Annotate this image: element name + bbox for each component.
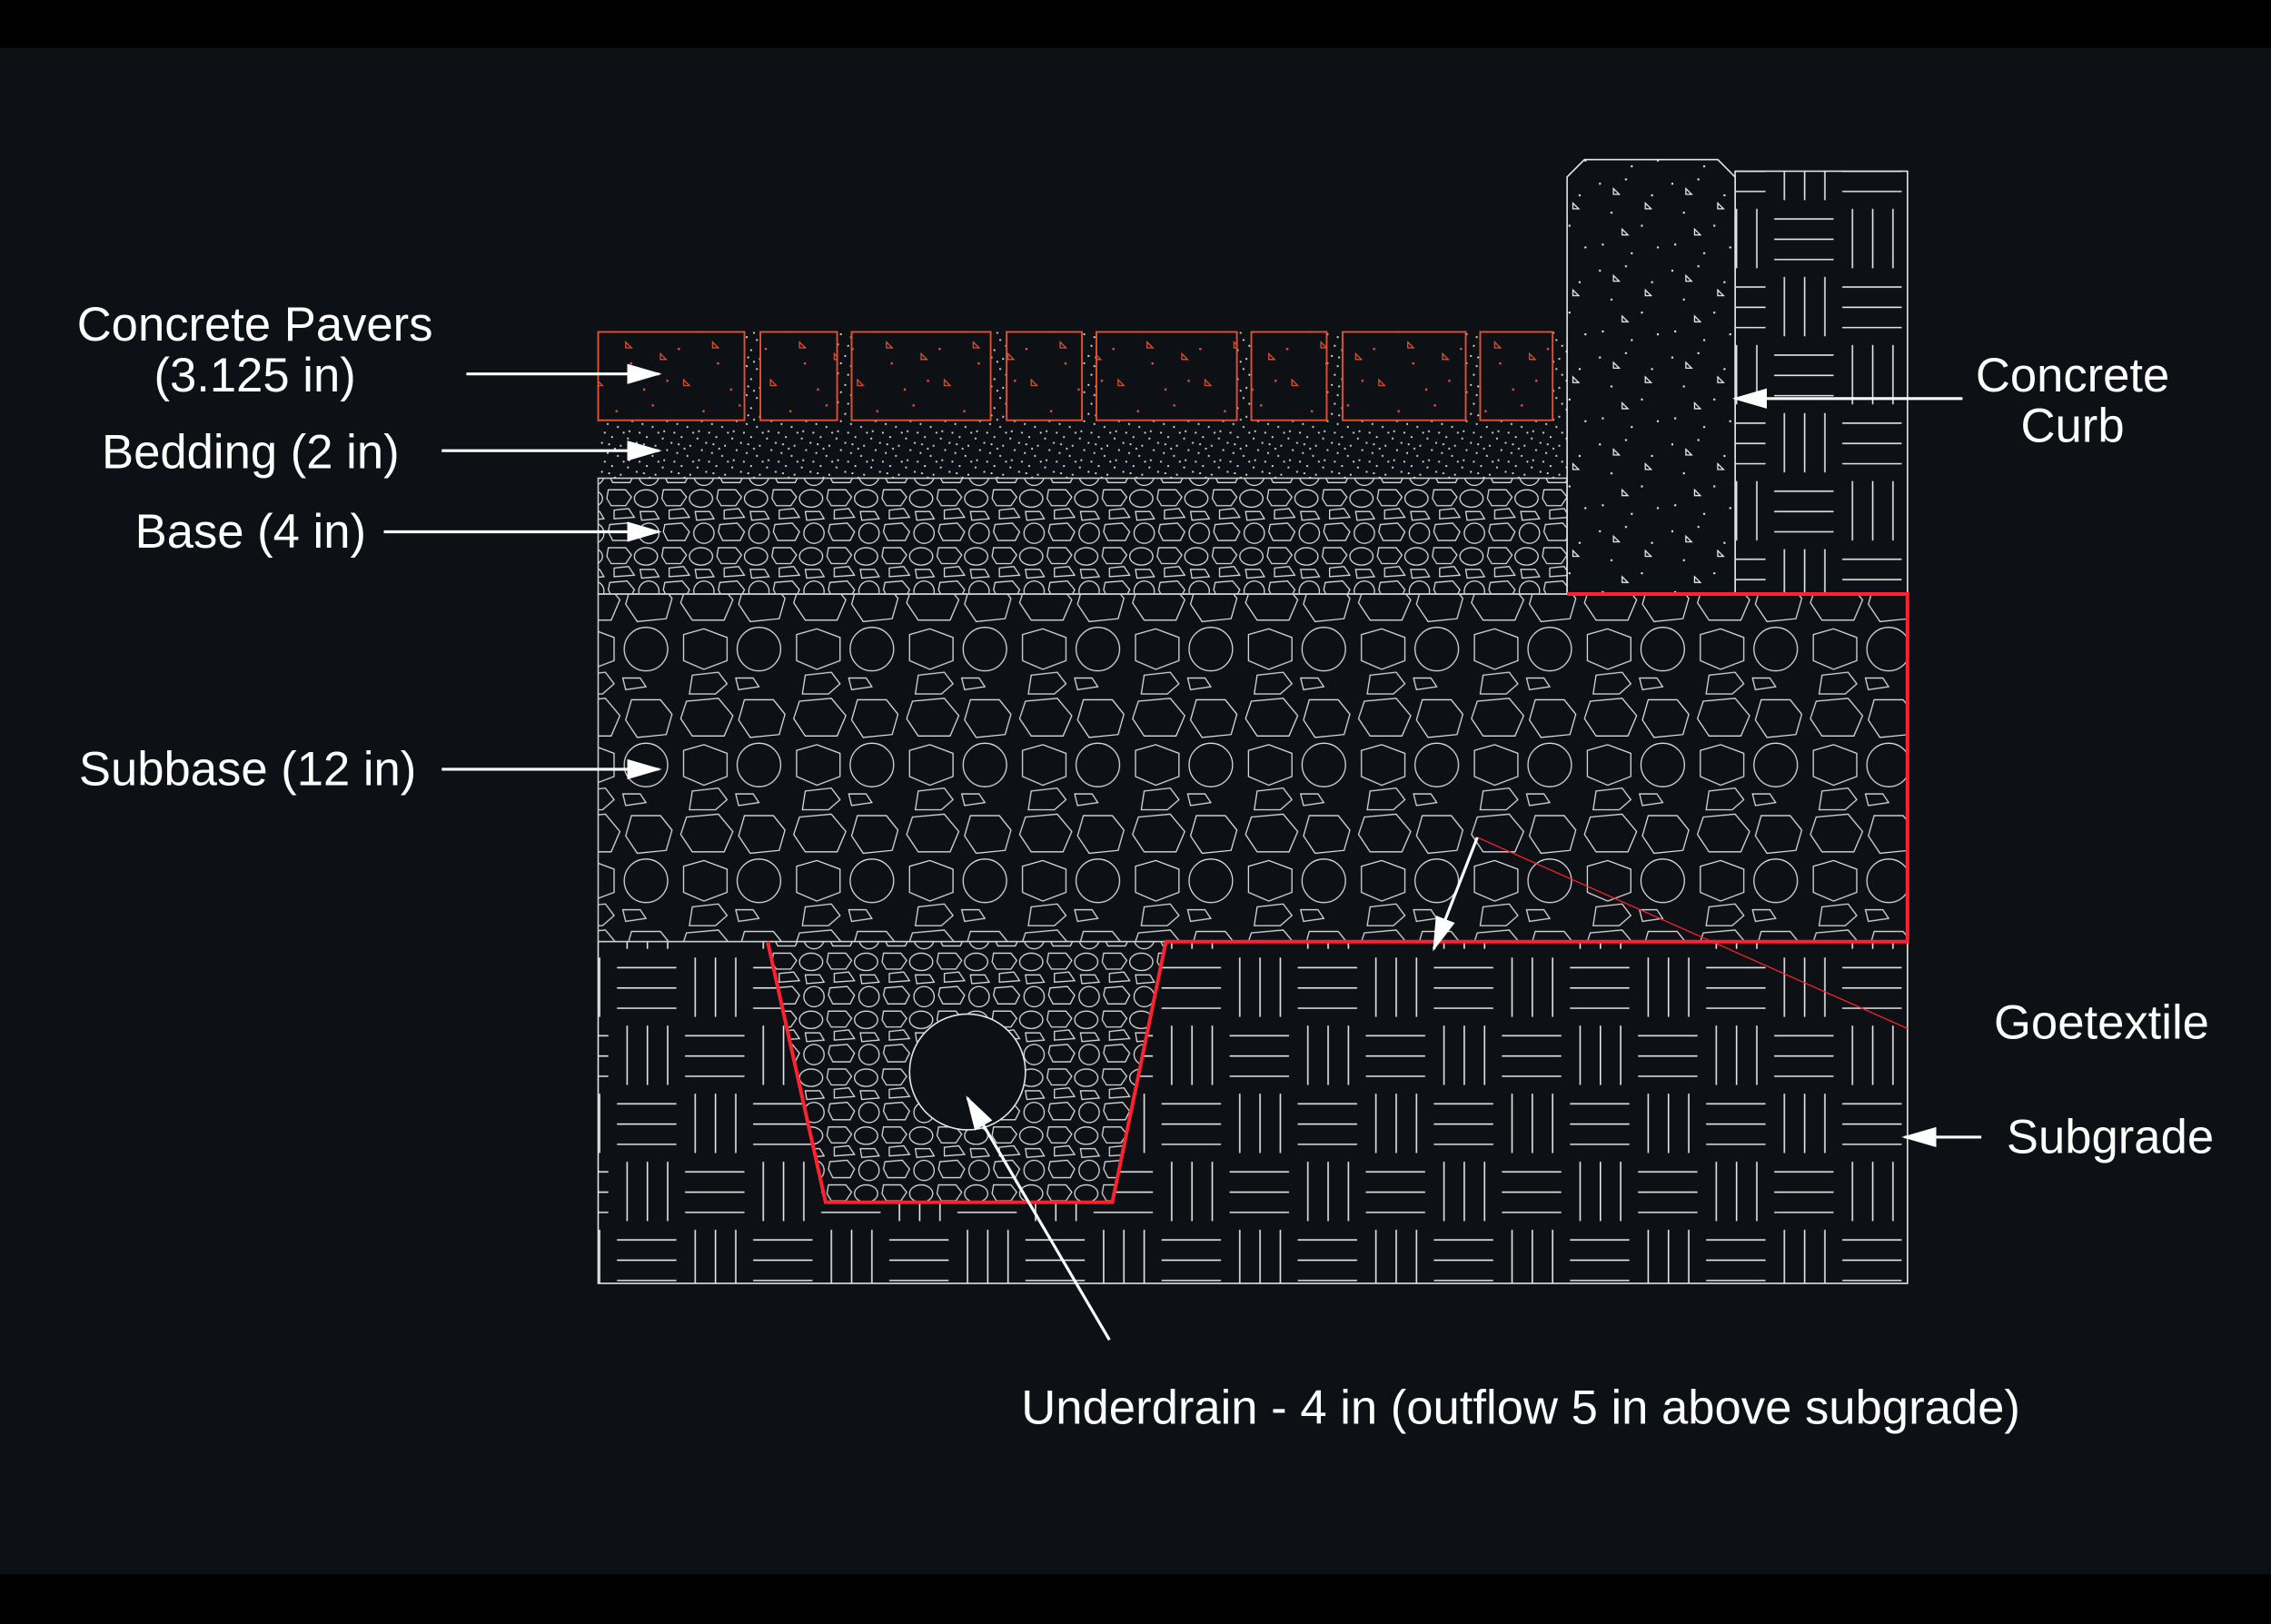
bedding-layer [598,420,1568,479]
bottom-frame-bar [0,1574,2271,1624]
label-bedding: Bedding (2 in) [102,425,400,479]
paver-row [597,331,1568,421]
underdrain-trench [768,941,1166,1203]
top-frame-bar [0,0,2271,48]
label-base: Base (4 in) [135,505,366,559]
label-pavers-line2: (3.125 in) [154,349,355,402]
underdrain-arrow [966,1095,1111,1341]
base-layer [597,477,1568,595]
label-geotextile: Goetextile [1994,996,2209,1050]
label-underdrain: Underdrain - 4 in (outflow 5 in above su… [1021,1381,2020,1435]
label-subbase: Subbase (12 in) [79,743,416,797]
label-curb-line1: Concrete [1976,349,2169,402]
label-pavers-line1: Concrete Pavers [77,298,433,352]
label-curb-line2: Curb [2021,400,2125,453]
subbase-layer [597,593,1909,943]
underdrain-pipe [908,1013,1026,1131]
label-subgrade: Subgrade [2007,1110,2214,1164]
geotextile-line [766,592,1909,1204]
geotextile-leader [1477,837,1909,1029]
geotextile-arrow [1432,837,1479,952]
